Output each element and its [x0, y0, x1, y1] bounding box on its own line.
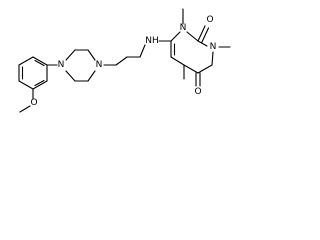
bond — [34, 59, 45, 67]
bond — [18, 80, 34, 90]
bond — [170, 31, 181, 42]
bond — [32, 80, 48, 90]
bond — [197, 25, 206, 42]
bond — [183, 64, 199, 74]
atom-labels: N N O NH N N O O — [30, 15, 216, 108]
bond — [18, 56, 34, 66]
bond — [87, 70, 96, 82]
bond — [65, 70, 76, 82]
bond — [211, 51, 214, 66]
bond — [170, 56, 185, 66]
atom-label-ring-n-right: N — [210, 42, 217, 52]
atom-label-carbonyl-o-bottom: O — [194, 87, 201, 97]
atom-label-methoxy-o: O — [30, 98, 37, 108]
bond — [186, 31, 199, 42]
bond — [139, 44, 146, 58]
bond — [19, 105, 31, 113]
bond — [197, 40, 208, 47]
atom-label-nh: NH — [145, 36, 159, 46]
bond — [34, 79, 45, 87]
atom-label-ring-n-top: N — [180, 23, 187, 33]
bonds — [18, 8, 231, 113]
bond — [197, 64, 213, 74]
bond — [32, 56, 48, 66]
bond — [65, 49, 76, 61]
atom-label-piperazine-n-right: N — [96, 60, 103, 70]
chemical-structure: N N O NH N N O O — [18, 8, 231, 113]
bond — [115, 56, 128, 66]
atom-label-carbonyl-o-top: O — [206, 15, 213, 25]
bond — [200, 27, 210, 44]
atom-label-piperazine-n-left: N — [58, 60, 65, 70]
bond — [87, 49, 96, 61]
